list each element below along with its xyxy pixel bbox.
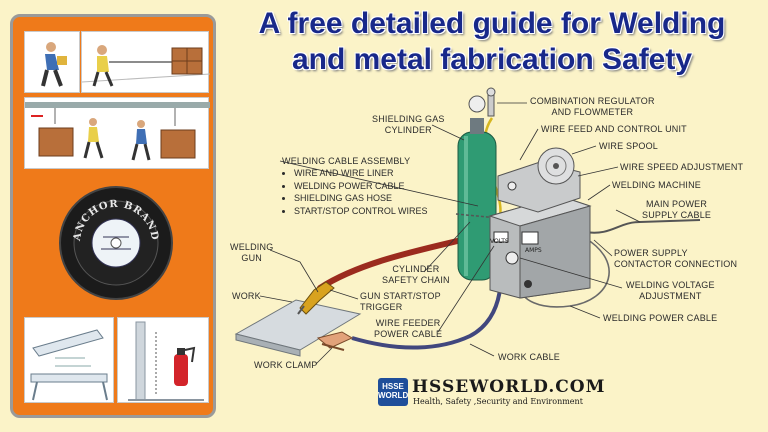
cutting-machine-drawing [30, 329, 108, 401]
cable-assembly-item: WIRE AND WIRE LINER [294, 167, 428, 180]
work-clamp [316, 331, 354, 351]
regulator-flowmeter [468, 87, 496, 117]
label-welding-machine: WELDING MACHINE [612, 180, 702, 190]
label-work: WORK [232, 291, 261, 301]
grinding-disc-icon: ANCHOR BRAND [59, 186, 173, 300]
site-tagline: Health, Safety ,Security and Environment [413, 397, 583, 406]
cable-assembly-list: WIRE AND WIRE LINER WELDING POWER CABLE … [282, 167, 428, 217]
fire-extinguisher-icon [174, 346, 196, 386]
cable-assembly-item: WELDING POWER CABLE [294, 180, 428, 193]
site-name: HSSEWORLD.COM [412, 377, 606, 397]
label-wire-feed: WIRE FEED AND CONTROL UNIT [541, 124, 687, 134]
label-cable-assembly: WELDING CABLE ASSEMBLY [282, 156, 411, 166]
crate-icon [82, 45, 210, 87]
amps-meter-label: AMPS [525, 247, 542, 254]
volts-meter-label: VOLTS [490, 238, 509, 245]
label-work-clamp: WORK CLAMP [254, 360, 318, 370]
workpiece [234, 299, 362, 357]
page-title: A free detailed guide for Welding and me… [222, 6, 762, 78]
safety-image-sidebar: ANCHOR BRAND [10, 14, 216, 418]
label-work-cable: WORK CABLE [498, 352, 561, 362]
crate-icon [25, 102, 210, 161]
welding-power-cable [519, 237, 610, 308]
overhead-load-photo [24, 97, 210, 169]
voltage-adjust-knob [505, 251, 519, 265]
cutting-setup-photo [24, 317, 114, 403]
manual-lifting-photo [24, 31, 80, 93]
extinguisher-drawing [128, 321, 204, 401]
worker-icon [41, 42, 67, 87]
cable-assembly-item: START/STOP CONTROL WIRES [294, 205, 428, 218]
cable-assembly-item: SHIELDING GAS HOSE [294, 192, 428, 205]
label-wire-spool: WIRE SPOOL [599, 141, 659, 151]
welding-gun [297, 281, 335, 315]
main-power-cable [584, 219, 701, 234]
leader-lines [259, 102, 641, 365]
label-power-cable: WELDING POWER CABLE [603, 313, 718, 323]
title-line-2: and metal fabrication Safety [291, 43, 693, 76]
pulling-crate-photo [81, 31, 210, 93]
title-line-1: A free detailed guide for Welding [258, 7, 726, 40]
extinguisher-mounting-photo [117, 317, 209, 403]
power-connection [524, 280, 532, 288]
label-wire-speed: WIRE SPEED ADJUSTMENT [620, 162, 744, 172]
wire-speed-knob [507, 181, 517, 191]
wire-feed-control-unit [497, 147, 581, 213]
